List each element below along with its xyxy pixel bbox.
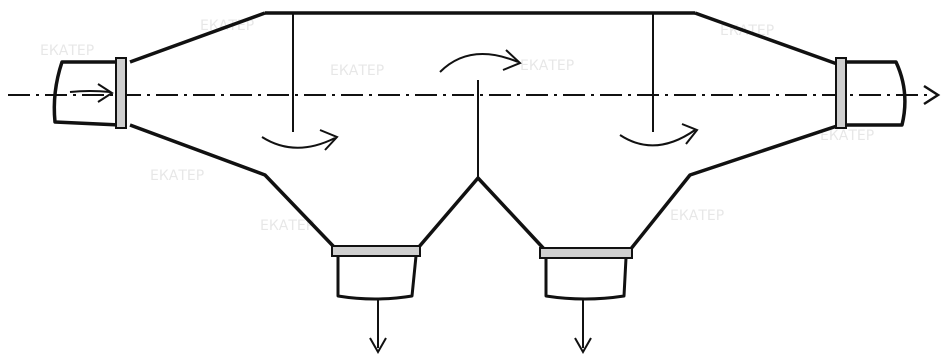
right-cone-upper-edge (694, 11, 841, 67)
right-hopper (539, 247, 633, 355)
inlet-pipe (52, 57, 127, 129)
inlet-pipe-outline (52, 60, 121, 127)
inlet-arrow-icon (97, 83, 114, 103)
outlet-pipe-outline (846, 60, 907, 127)
left-swirl-path (261, 136, 336, 149)
centerline-arrow-icon (923, 84, 941, 106)
right-hopper-flange (539, 247, 633, 259)
center-divider-v (416, 176, 547, 252)
outlet-pipe (835, 57, 907, 129)
watermark-text: ЕКАТЕР (40, 43, 94, 59)
centerline (8, 84, 941, 106)
watermark-text: ЕКАТЕР (670, 208, 724, 224)
left-cone-upper-edge (129, 11, 266, 64)
center-swirl-arrow-icon (502, 49, 522, 71)
watermark-text: ЕКАТЕР (260, 218, 314, 234)
right-discharge-arrow-icon (574, 337, 592, 355)
right-swirl-path (619, 129, 696, 147)
watermark-text: ЕКАТЕР (150, 168, 204, 184)
watermark-text: ЕКАТЕР (330, 63, 384, 79)
center-swirl-path (439, 53, 519, 73)
housing (129, 11, 841, 252)
watermark-text: ЕКАТЕР (820, 128, 874, 144)
right-lower-edge (628, 123, 841, 252)
left-lower-edge (129, 123, 337, 250)
watermark-pattern: ЕКАТЕР ЕКАТЕР ЕКАТЕР ЕКАТЕР ЕКАТЕР ЕКАТЕ… (40, 18, 874, 234)
left-swirl-arrow-icon (319, 129, 339, 151)
left-hopper-flange (331, 245, 421, 257)
right-hopper-bin (544, 257, 628, 301)
left-hopper-bin (336, 255, 418, 301)
left-hopper (331, 245, 421, 355)
inlet-flange (115, 57, 127, 129)
outlet-flange (835, 57, 847, 129)
left-discharge-arrow-icon (369, 337, 387, 355)
flow-arrows (261, 49, 699, 151)
inlet-flow-line (69, 90, 111, 93)
watermark-text: ЕКАТЕР (520, 58, 574, 74)
baffles (292, 13, 654, 178)
right-swirl-arrow-icon (681, 123, 699, 145)
